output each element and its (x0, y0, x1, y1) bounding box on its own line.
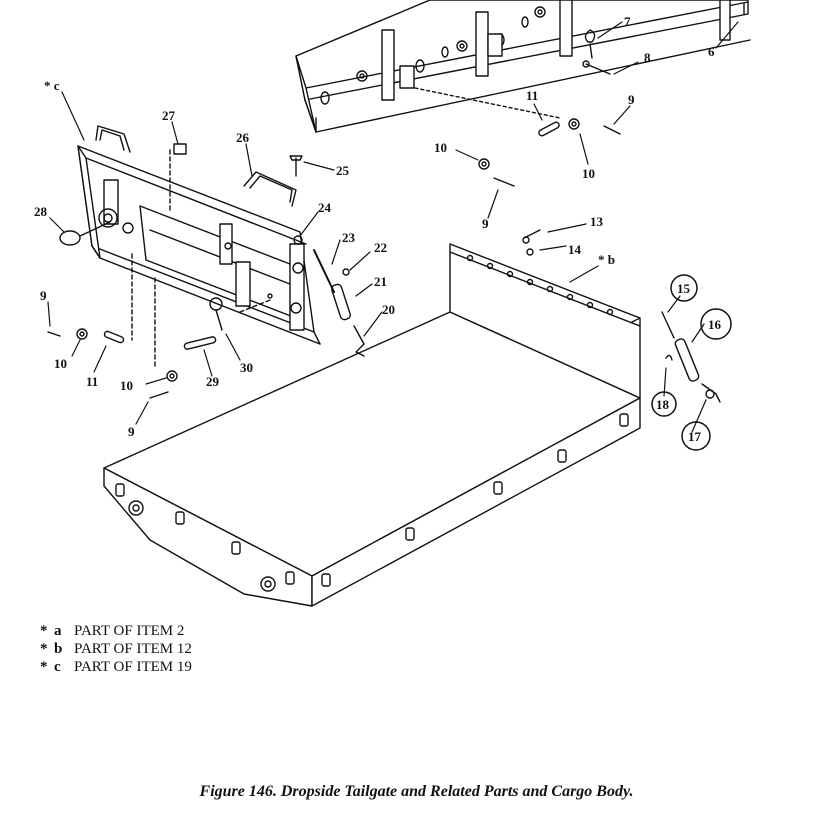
callout-c-star: * c (44, 78, 60, 93)
callout-10-top-center: 10 (434, 140, 447, 155)
callout-25: 25 (336, 163, 350, 178)
callout-16: 16 (708, 317, 722, 332)
callout-23: 23 (342, 230, 356, 245)
callout-6: 6 (708, 44, 715, 59)
leader-lines (47, 21, 739, 433)
callout-22: 22 (374, 240, 387, 255)
note-a: * a PART OF ITEM 2 (40, 622, 184, 640)
callout-10-left-top: 10 (54, 356, 67, 371)
callout-11-top: 11 (526, 88, 538, 103)
callout-26: 26 (236, 130, 250, 145)
callout-29: 29 (206, 374, 220, 389)
note-a-letter: a (54, 623, 62, 639)
callout-30: 30 (240, 360, 253, 375)
note-c: * c PART OF ITEM 19 (40, 658, 192, 676)
callout-14: 14 (568, 242, 582, 257)
callout-labels: * c 27 26 25 24 23 22 21 20 28 9 10 11 1… (34, 14, 722, 444)
circled-callouts (651, 274, 732, 451)
note-c-text: PART OF ITEM 19 (74, 659, 192, 675)
callout-9-top-center: 9 (482, 216, 489, 231)
callout-13: 13 (590, 214, 604, 229)
loose-parts (47, 3, 745, 403)
note-a-star: * (40, 623, 48, 639)
callout-20: 20 (382, 302, 395, 317)
note-b-text: PART OF ITEM 12 (74, 641, 192, 657)
upper-tailgate-assembly (295, 0, 751, 133)
cargo-body (103, 243, 641, 607)
callout-9-left-bottom: 9 (128, 424, 135, 439)
figure-caption: Figure 146. Dropside Tailgate and Relate… (199, 783, 634, 800)
callout-24: 24 (318, 200, 332, 215)
note-c-star: * (40, 659, 48, 675)
left-tailgate-assembly (77, 125, 321, 367)
callout-17: 17 (688, 429, 702, 444)
callout-27: 27 (162, 108, 176, 123)
callout-15: 15 (677, 281, 691, 296)
callout-9-top-right: 9 (628, 92, 635, 107)
exploded-parts-diagram: * c 27 26 25 24 23 22 21 20 28 9 10 11 1… (34, 0, 751, 607)
callout-10-left-bottom: 10 (120, 378, 133, 393)
callout-10-top-right: 10 (582, 166, 595, 181)
note-b-letter: b (54, 641, 63, 657)
callout-28: 28 (34, 204, 48, 219)
note-a-text: PART OF ITEM 2 (74, 623, 185, 639)
callout-7: 7 (624, 14, 631, 29)
note-b: * b PART OF ITEM 12 (40, 640, 192, 658)
callout-11-left: 11 (86, 374, 98, 389)
callout-18: 18 (656, 397, 670, 412)
callout-21: 21 (374, 274, 387, 289)
note-b-star: * (40, 641, 48, 657)
callout-b-star: * b (598, 252, 615, 267)
callout-9-left-top: 9 (40, 288, 47, 303)
note-c-letter: c (54, 659, 61, 675)
callout-8: 8 (644, 50, 651, 65)
